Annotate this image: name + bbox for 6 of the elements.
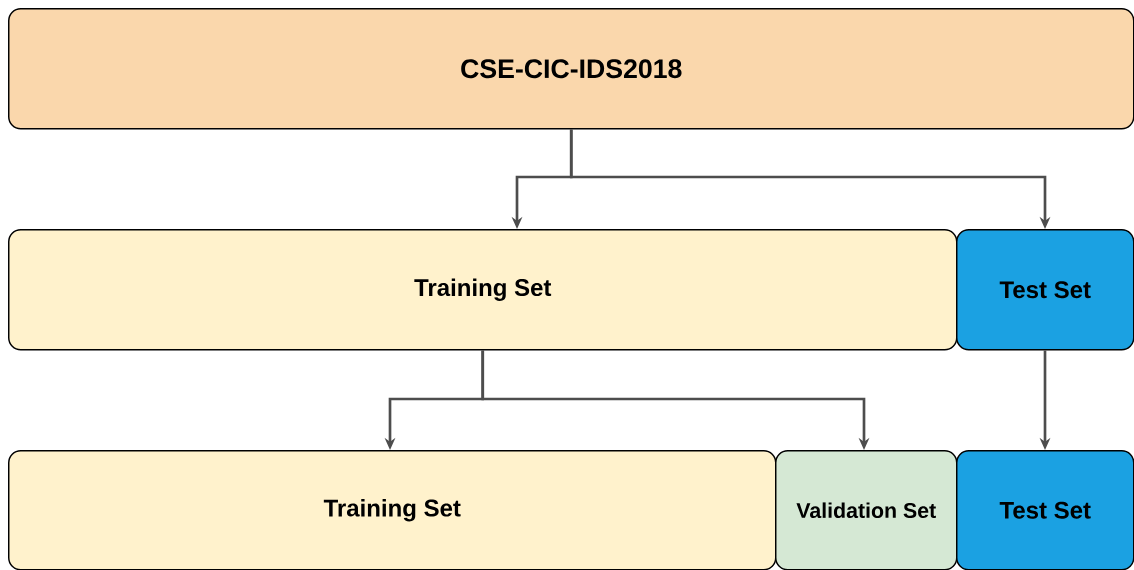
process-box: Validation Set [775,450,958,570]
process-box: Test Set [956,229,1134,351]
process-box: Training Set [8,450,777,570]
process-box: Training Set [8,229,958,351]
process-box: Test Set [956,450,1134,570]
process-box: CSE-CIC-IDS2018 [8,8,1134,130]
